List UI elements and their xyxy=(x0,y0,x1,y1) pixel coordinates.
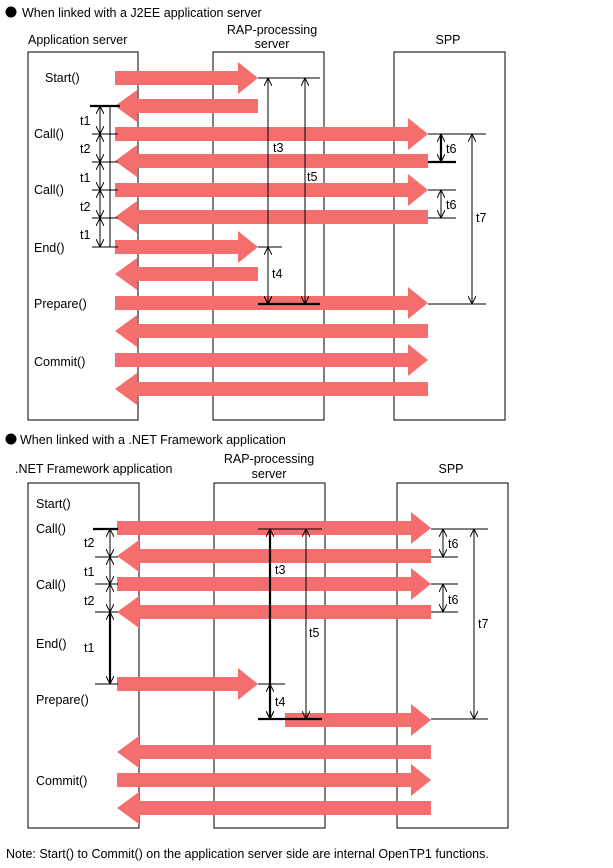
section1-rap-timing-marks xyxy=(258,77,320,306)
section1-t-label: t2 xyxy=(80,200,90,214)
bullet-icon xyxy=(5,6,17,18)
section1-call-label: Call() xyxy=(34,127,64,141)
section2-spp-timing-marks xyxy=(431,528,488,720)
flow-arrow xyxy=(115,258,258,290)
section2-t6-label: t6 xyxy=(448,593,458,607)
section2-rap-timing-marks xyxy=(258,528,322,721)
section2-dotnet-app-box xyxy=(27,482,140,829)
section2-t5-label: t5 xyxy=(309,626,319,640)
section-dotnet: When linked with a .NET Framework applic… xyxy=(5,433,509,829)
flow-arrow xyxy=(285,704,431,736)
section2-call-label: Call() xyxy=(36,578,66,592)
section2-t-label: t1 xyxy=(84,565,94,579)
section1-t7-label: t7 xyxy=(476,211,486,225)
section1-t5-label: t5 xyxy=(307,170,317,184)
flow-arrow xyxy=(115,344,428,376)
section1-t6-label: t6 xyxy=(446,198,456,212)
section2-spp-column-title: SPP xyxy=(438,462,463,476)
section1-call-label: Start() xyxy=(45,71,80,85)
section1-t3-label: t3 xyxy=(273,141,283,155)
section1-t6-label: t6 xyxy=(446,142,456,156)
flow-arrow xyxy=(115,373,428,405)
bullet-icon xyxy=(5,433,17,445)
section2-call-label: Start() xyxy=(36,497,71,511)
flow-arrow xyxy=(117,764,431,796)
section1-app-column-title: Application server xyxy=(28,33,127,47)
section-j2ee: When linked with a J2EE application serv… xyxy=(5,6,506,421)
section1-rap-column-title-line1: RAP-processing xyxy=(227,23,317,37)
section2-rap-column-title-line1: RAP-processing xyxy=(224,452,314,466)
flow-arrow xyxy=(117,596,431,628)
section1-call-label: Prepare() xyxy=(34,297,87,311)
footnote: Note: Start() to Commit() on the applica… xyxy=(6,847,489,861)
flow-arrow xyxy=(117,736,431,768)
section1-spp-timing-marks xyxy=(428,133,486,305)
section1-call-label: End() xyxy=(34,241,65,255)
section1-t-label: t1 xyxy=(80,171,90,185)
section2-call-label: End() xyxy=(36,637,67,651)
section1-call-label: Commit() xyxy=(34,355,85,369)
section2-t-label: t2 xyxy=(84,594,94,608)
section2-left-timing-marks xyxy=(93,527,118,685)
section2-t3-label: t3 xyxy=(275,563,285,577)
flow-arrow xyxy=(115,315,428,347)
section1-t-label: t1 xyxy=(80,114,90,128)
section2-t-label: t1 xyxy=(84,641,94,655)
section2-t4-label: t4 xyxy=(275,695,285,709)
flow-arrow xyxy=(115,90,258,122)
section2-call-label: Prepare() xyxy=(36,693,89,707)
section2-t-label: t2 xyxy=(84,536,94,550)
section1-call-label: Call() xyxy=(34,183,64,197)
flow-arrow xyxy=(117,668,258,700)
section1-heading: When linked with a J2EE application serv… xyxy=(22,6,262,20)
flow-arrow xyxy=(117,540,431,572)
section1-left-timing-marks xyxy=(90,104,120,248)
flow-arrow xyxy=(115,231,258,263)
flow-arrow xyxy=(117,512,431,544)
flow-arrow xyxy=(117,568,431,600)
section2-rap-column-title-line2: server xyxy=(252,467,287,481)
section1-t-label: t2 xyxy=(80,142,90,156)
section2-t7-label: t7 xyxy=(478,617,488,631)
section2-app-column-title: .NET Framework application xyxy=(15,462,173,476)
section2-heading: When linked with a .NET Framework applic… xyxy=(20,433,286,447)
flow-arrow xyxy=(115,62,258,94)
section2-call-label: Commit() xyxy=(36,774,87,788)
flow-arrow xyxy=(117,792,431,824)
section2-call-label: Call() xyxy=(36,522,66,536)
section2-t6-label: t6 xyxy=(448,537,458,551)
section1-rap-column-title-line2: server xyxy=(255,37,290,51)
section1-spp-column-title: SPP xyxy=(435,33,460,47)
section1-t4-label: t4 xyxy=(272,267,282,281)
section1-t-label: t1 xyxy=(80,228,90,242)
